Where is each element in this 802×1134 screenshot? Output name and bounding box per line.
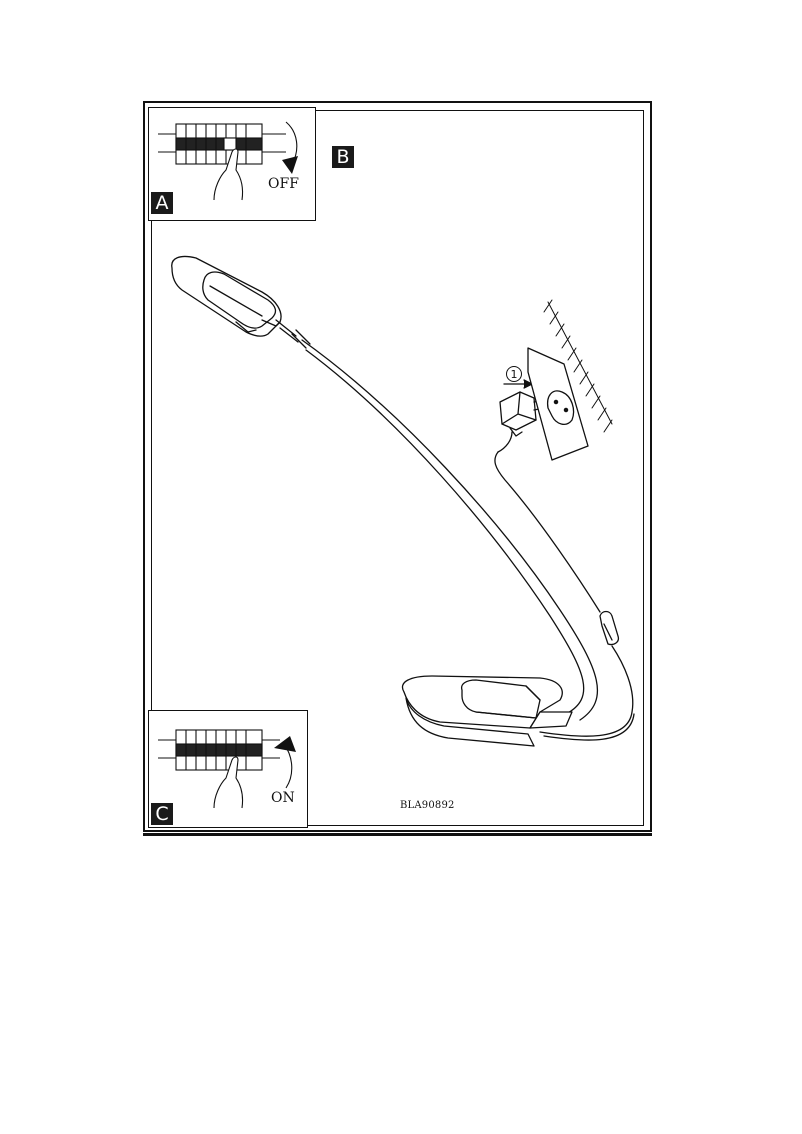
switch-off-label: OFF [268, 176, 299, 192]
panel-c-badge: C [151, 803, 173, 825]
lamp-base-icon [401, 675, 573, 747]
inline-switch-icon [599, 610, 620, 646]
lamp-head-icon [171, 255, 282, 337]
panel-a-badge: A [151, 192, 173, 214]
hand-icon [213, 756, 244, 809]
switch-on-label: ON [271, 790, 295, 806]
wall-socket-icon [527, 347, 589, 461]
model-code: BLA90892 [400, 800, 455, 811]
manual-frame-outer [143, 101, 652, 832]
rotate-arrow-icon [274, 736, 296, 752]
panel-b-frame [151, 110, 644, 826]
wall-hatching [543, 299, 613, 433]
hand-icon [213, 148, 244, 201]
step-number: 1 [506, 366, 522, 382]
panel-b-badge: B [332, 146, 354, 168]
rotate-arrow-icon [282, 156, 298, 174]
frame-bottom-rule [143, 833, 652, 836]
